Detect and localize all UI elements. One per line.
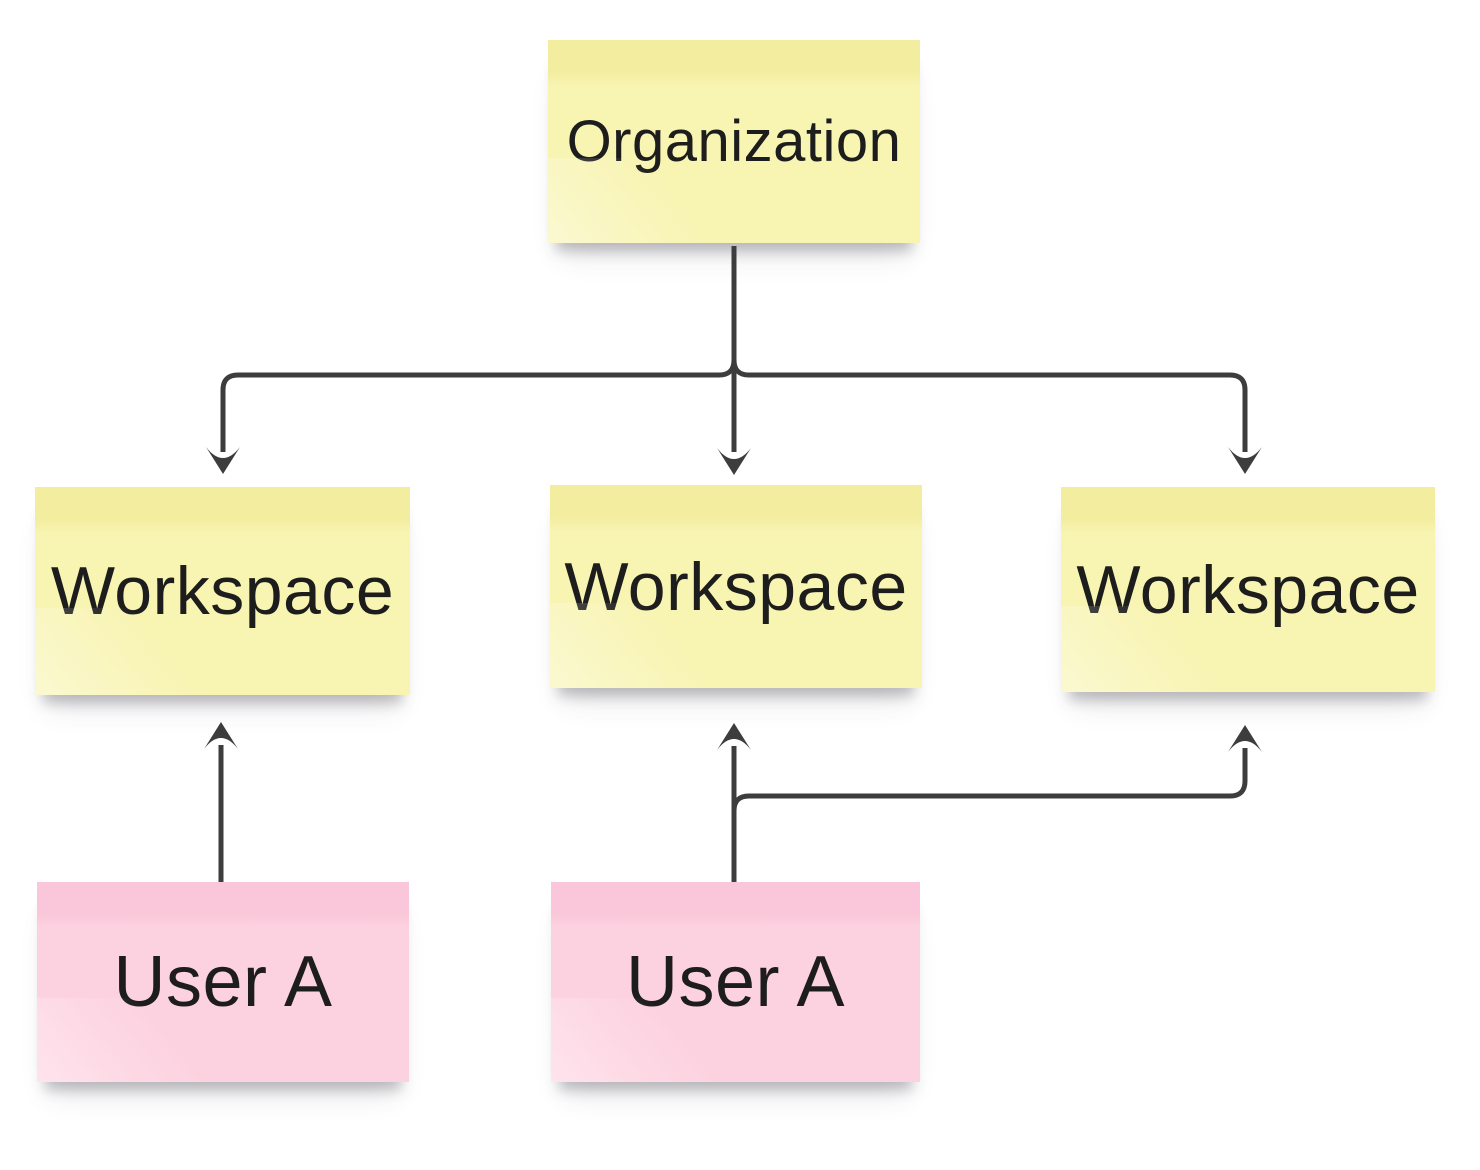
sticky-note-label: User A — [625, 942, 846, 1022]
connector-line — [220, 246, 737, 452]
arrowhead-up-icon — [204, 722, 238, 749]
arrowhead-down-icon — [717, 448, 751, 475]
sticky-note-workspace-center[interactable]: Workspace — [550, 485, 922, 688]
sticky-note-label: Organization — [566, 109, 902, 174]
arrowhead-down-icon — [206, 447, 240, 474]
sticky-note-user-a-left[interactable]: User A — [37, 882, 409, 1082]
sticky-note-workspace-right[interactable]: Workspace — [1061, 487, 1435, 692]
sticky-note-label: Workspace — [564, 548, 908, 625]
connector-user-a-center-to-workspace-right[interactable] — [731, 725, 1262, 882]
arrowhead-up-icon — [717, 723, 751, 750]
connector-user-a-left-to-workspace-left[interactable] — [204, 722, 238, 882]
sticky-note-workspace-left[interactable]: Workspace — [35, 487, 410, 696]
sticky-note-organization[interactable]: Organization — [548, 40, 920, 243]
connector-line — [731, 748, 1248, 882]
arrowhead-down-icon — [1228, 447, 1262, 474]
connector-organization-to-workspace-right[interactable] — [731, 246, 1262, 474]
sticky-note-label: Workspace — [1076, 551, 1420, 628]
connector-organization-to-workspace-left[interactable] — [206, 246, 737, 474]
sticky-note-user-a-center[interactable]: User A — [551, 882, 920, 1082]
connector-line — [731, 246, 1248, 452]
arrowhead-up-icon — [1228, 725, 1262, 752]
sticky-note-label: Workspace — [50, 553, 395, 629]
sticky-note-label: User A — [113, 942, 333, 1022]
